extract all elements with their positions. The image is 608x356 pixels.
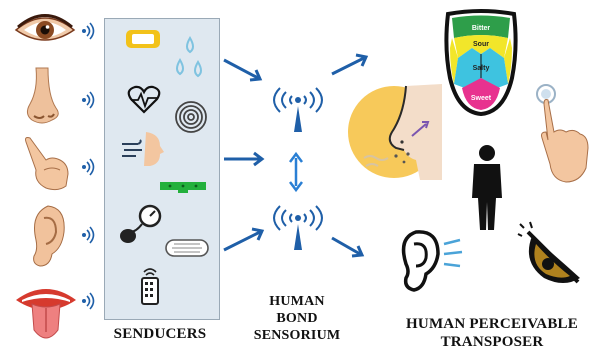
green-device-icon: [160, 182, 206, 193]
arrow-to-upper-antenna: [223, 58, 263, 82]
signal-icon-eye: [82, 22, 95, 40]
mat-icon: [165, 239, 209, 257]
antenna-upper-icon: [273, 87, 323, 132]
antenna-lower-icon: [273, 205, 323, 250]
tongue-label-bitter: Bitter: [472, 25, 491, 32]
caption-transposer-line1: HUMAN PERCEIVABLE: [406, 316, 578, 332]
breath-icon: [122, 132, 164, 166]
arrow-to-ear-output: [331, 236, 365, 258]
arrow-to-tongue: [331, 53, 369, 76]
signal-icon-nose: [82, 91, 95, 109]
tongue-label-sweet: Sweet: [471, 95, 492, 102]
caption-human-bond-line2: BOND: [276, 311, 318, 326]
eye-outline-icon: [517, 221, 580, 284]
signal-icon-ear: [82, 226, 95, 244]
eye-icon: [14, 14, 76, 41]
arrow-to-lower-antenna: [223, 227, 265, 252]
ear-icon: [33, 205, 65, 267]
tongue-map-icon: Bitter Sour Salty Sweet: [444, 9, 518, 117]
mouth-icon: [16, 289, 76, 339]
fingerprint-icon: [175, 101, 207, 133]
caption-human-bond-line1: HUMAN: [269, 294, 325, 309]
signal-icon-finger: [82, 158, 95, 176]
caption-human-bond-line3: SENSORIUM: [253, 328, 341, 343]
droplets-icon: [176, 36, 202, 78]
smell-icon: [348, 84, 442, 180]
tongue-label-sour: Sour: [473, 41, 489, 48]
heart-icon: [127, 85, 161, 114]
caption-senducers: SENDUCERS: [113, 326, 207, 342]
ear-sound-icon: [401, 230, 463, 292]
person-silhouette-icon: [472, 145, 502, 230]
nose-icon: [26, 67, 59, 124]
remote-icon: [141, 268, 159, 305]
tongue-label-salty: Salty: [473, 65, 490, 72]
band-icon: [126, 30, 160, 48]
finger-icon: [25, 137, 69, 191]
gauge-icon: [120, 204, 162, 243]
touch-finger-icon: [536, 84, 589, 183]
caption-transposer-line2: TRANSPOSER: [440, 334, 544, 350]
signal-icon-mouth: [82, 292, 95, 310]
bidirectional-arrow-icon: [289, 151, 303, 193]
arrow-to-middle: [224, 151, 265, 167]
